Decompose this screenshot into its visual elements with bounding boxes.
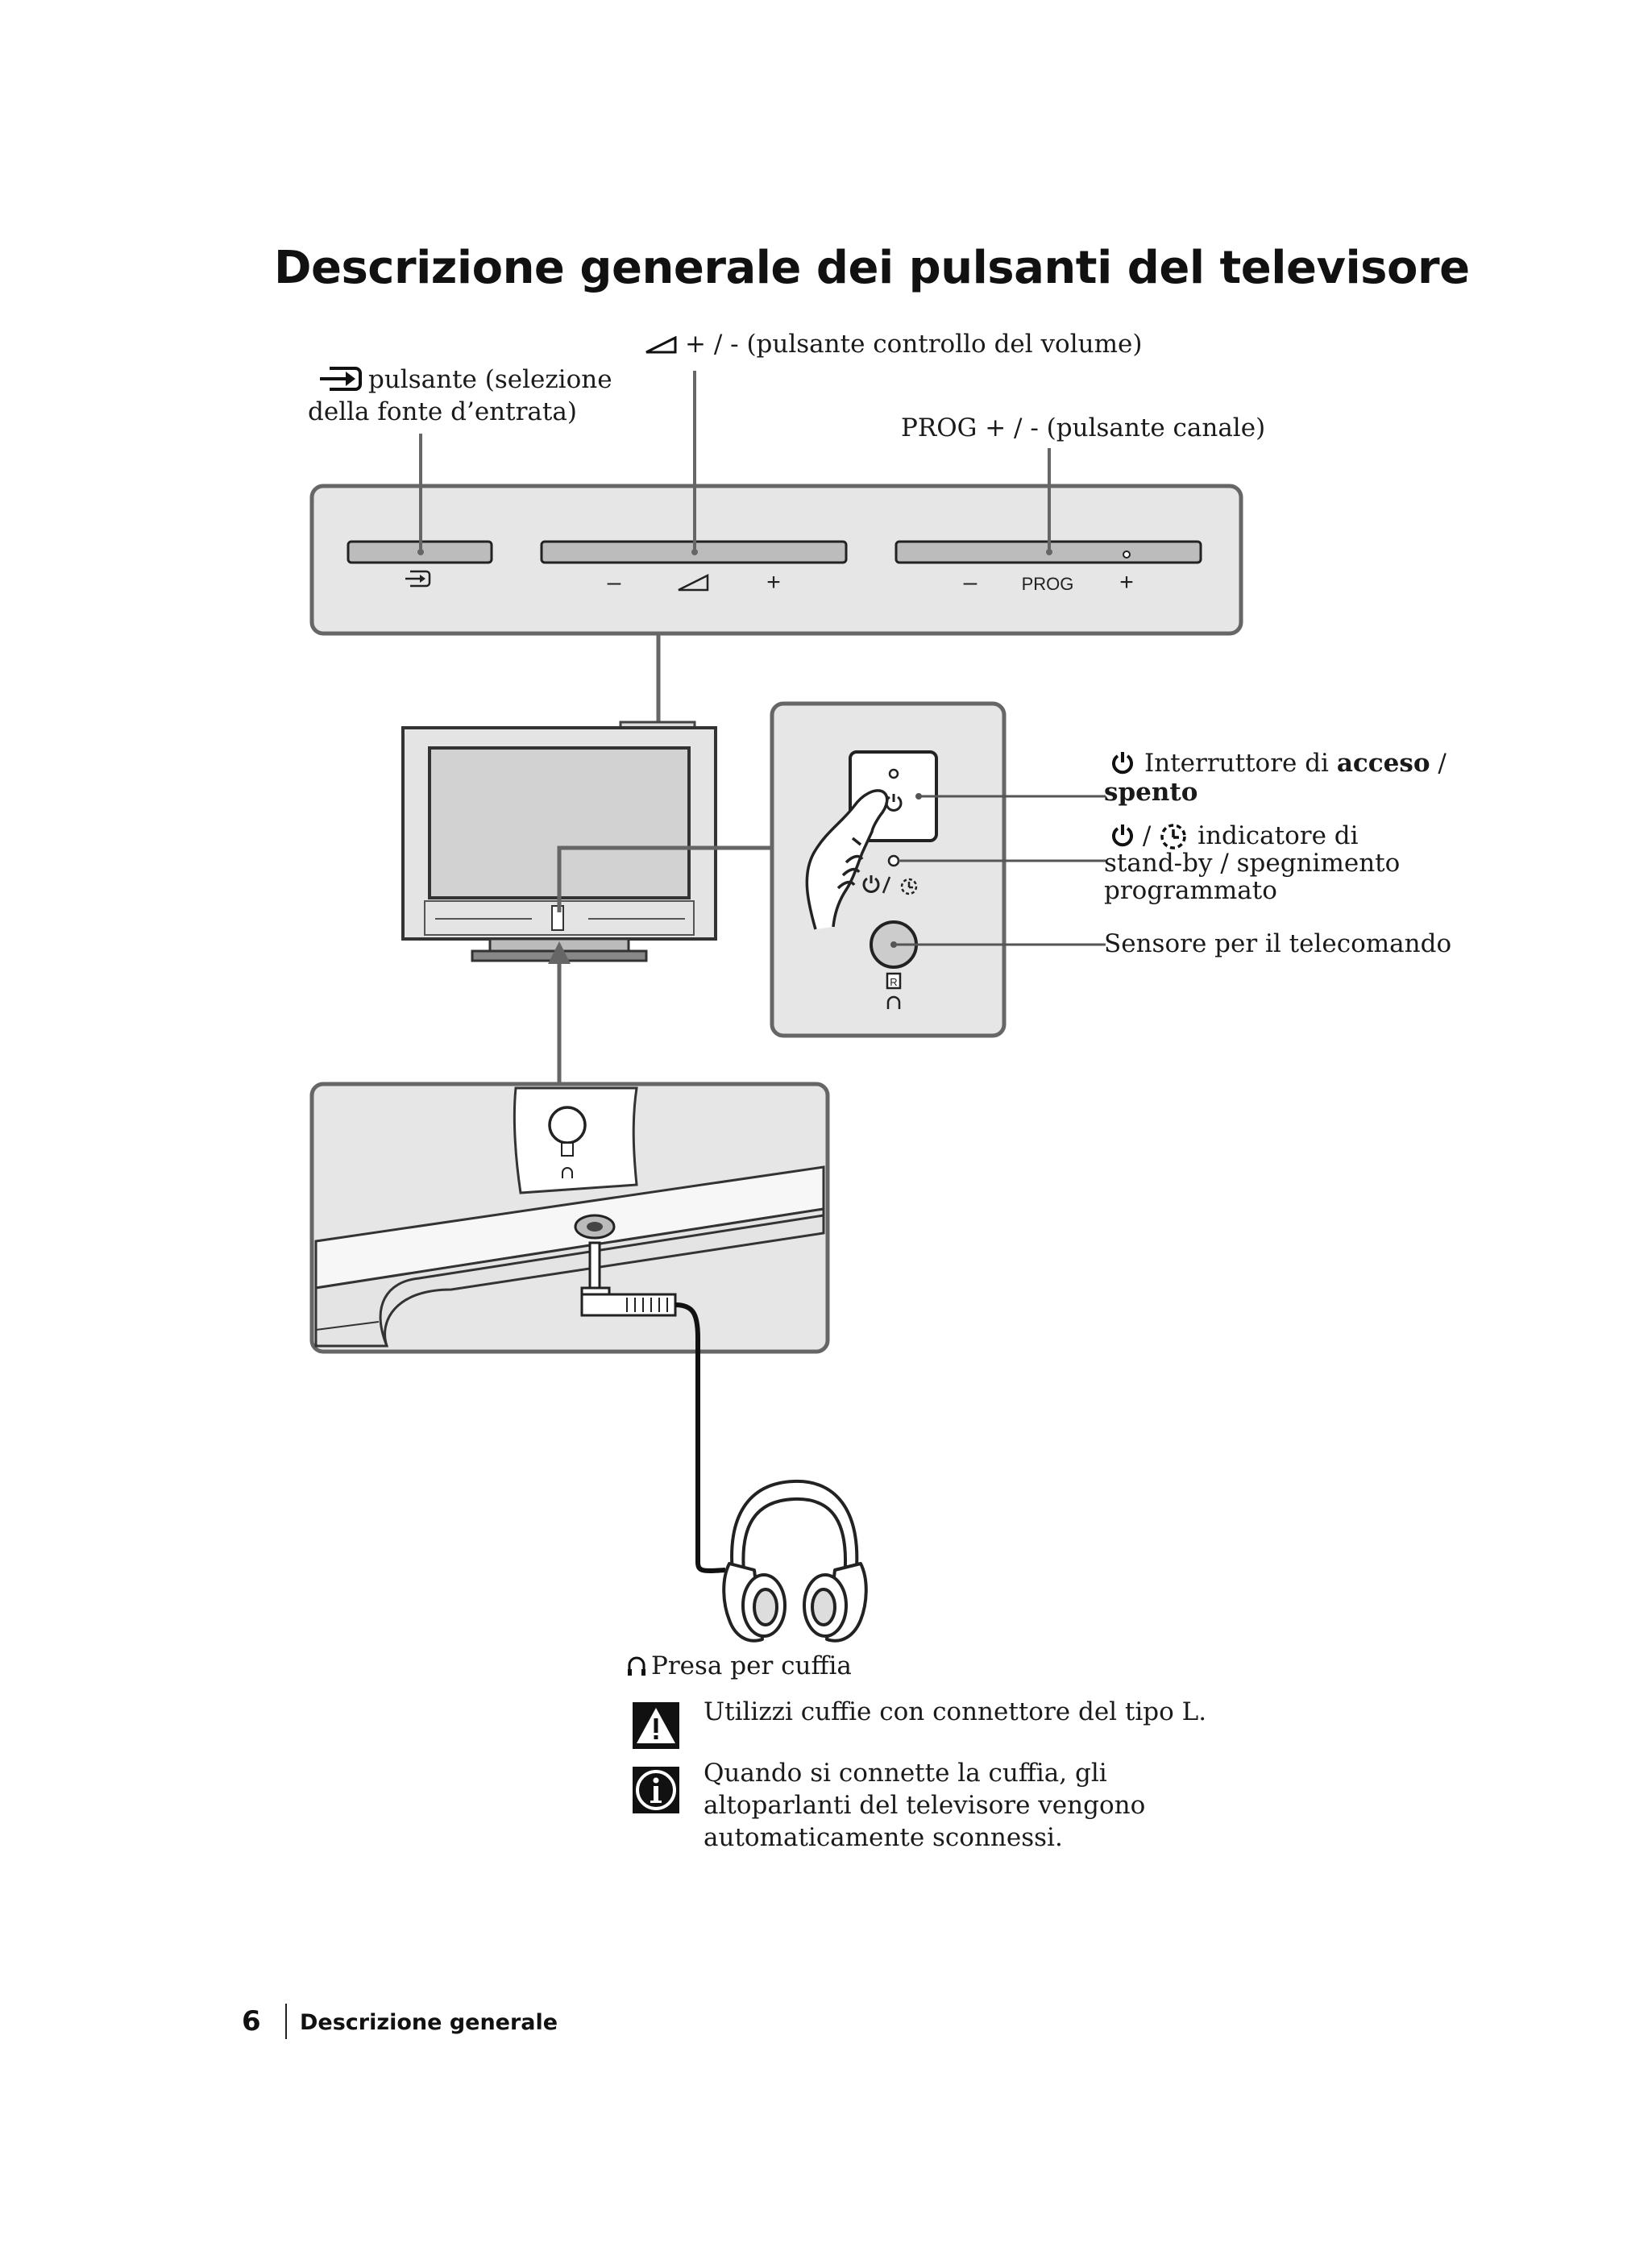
input-label-line1: pulsante (selezione [318,364,612,400]
headphone-jack-label: Presa per cuffia [627,1651,852,1684]
headphone-icon [627,1654,646,1684]
headphone-jack-closeup [309,1082,830,1354]
headphone-cable [674,1302,726,1573]
power-switch-label-line1: Interruttore di acceso / [1110,748,1447,783]
info-icon [633,1767,679,1817]
standby-label-line2: stand-by / spegnimento [1104,849,1401,878]
prog-button-dot [1123,550,1131,559]
note-info-text: Quando si connette la cuffia, gli altopa… [704,1759,1146,1852]
l-type-plug-pin [588,1241,601,1290]
volume-icon [645,330,677,361]
prog-label: PROG + / - (pulsante canale) [901,413,1266,442]
volume-label: + / - (pulsante controllo del volume) [645,329,1142,361]
remote-sensor-label: Sensore per il telecomando [1104,929,1452,958]
tv-set [401,721,717,962]
volume-minus-mark: – [608,569,621,596]
standby-label-line3: programmato [1104,876,1277,905]
power-icon [1110,823,1135,856]
prog-mark: PROG [1022,574,1074,594]
ir-sensor-mark [886,972,902,990]
volume-plus-mark: + [766,569,781,596]
power-switch-label-line2: spento [1104,778,1198,807]
tv-to-power-closeup-connector [557,845,772,912]
footer-divider [285,2004,287,2039]
prog-minus-mark: – [964,569,978,596]
standby-indicator [887,854,900,867]
note-warning-text: Utilizzi cuffie con connettore del tipo … [704,1697,1207,1726]
footer-section-title: Descrizione generale [300,2010,558,2035]
hand-illustration [805,789,889,930]
headphone-icon [886,995,901,1009]
prog-plus-mark: + [1119,569,1134,596]
standby-label-line1: / indicatore di [1110,820,1359,858]
timer-icon [1159,821,1188,858]
page-title: Descrizione generale dei pulsanti del te… [274,242,1470,294]
input-source-icon [405,570,431,588]
l-type-plug-body [580,1293,677,1317]
power-area-closeup [770,701,1007,1038]
input-source-icon [318,365,362,400]
headphones-illustration [722,1479,868,1643]
timer-icon [900,878,918,895]
input-label-line2: della fonte d’entrata) [308,397,577,426]
warning-icon [633,1702,679,1753]
volume-icon [678,573,709,592]
page-number: 6 [242,2005,261,2037]
power-icon [1110,750,1135,783]
svg-text:R: R [890,976,897,988]
power-icon [862,875,880,893]
